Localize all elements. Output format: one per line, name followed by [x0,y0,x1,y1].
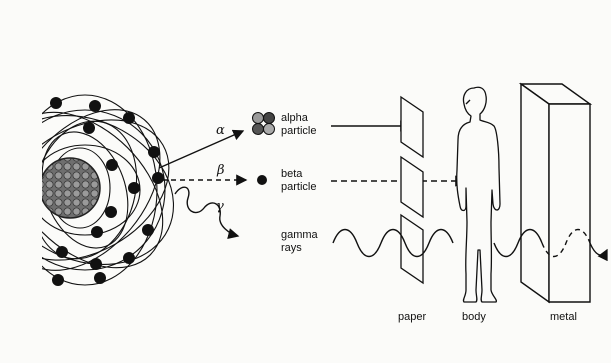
nucleus [40,158,100,218]
alpha-label-line2: particle [281,125,316,137]
alpha-emission: α [159,123,243,168]
beta-label-line2: particle [281,181,316,193]
gamma-path [333,230,453,257]
beta-emission: β [162,163,246,180]
atom [0,81,198,299]
beta-symbol: β [216,163,225,178]
alpha-particle-icon [253,113,275,135]
gamma-symbol: γ [216,199,224,214]
metal-label: metal [550,311,577,323]
metal-block [521,84,590,302]
gamma-label-line2: rays [281,242,302,254]
beta-particle-icon [257,175,267,185]
paper-sheet-top [401,97,423,157]
gamma-path-exit [590,243,607,255]
alpha-label-line1: alpha [281,112,309,124]
metal-block-side [549,104,590,302]
metal-block-front [521,84,549,302]
beta-label-line1: beta [281,168,303,180]
gamma-emission: γ [175,187,238,236]
paper-label: paper [398,311,426,323]
alpha-symbol: α [216,123,225,138]
paper-sheet-middle [401,157,423,217]
body-label: body [462,311,486,323]
paper-sheet-bottom [401,215,423,283]
gamma-label-line1: gamma [281,229,319,241]
human-body-figure [457,87,500,302]
